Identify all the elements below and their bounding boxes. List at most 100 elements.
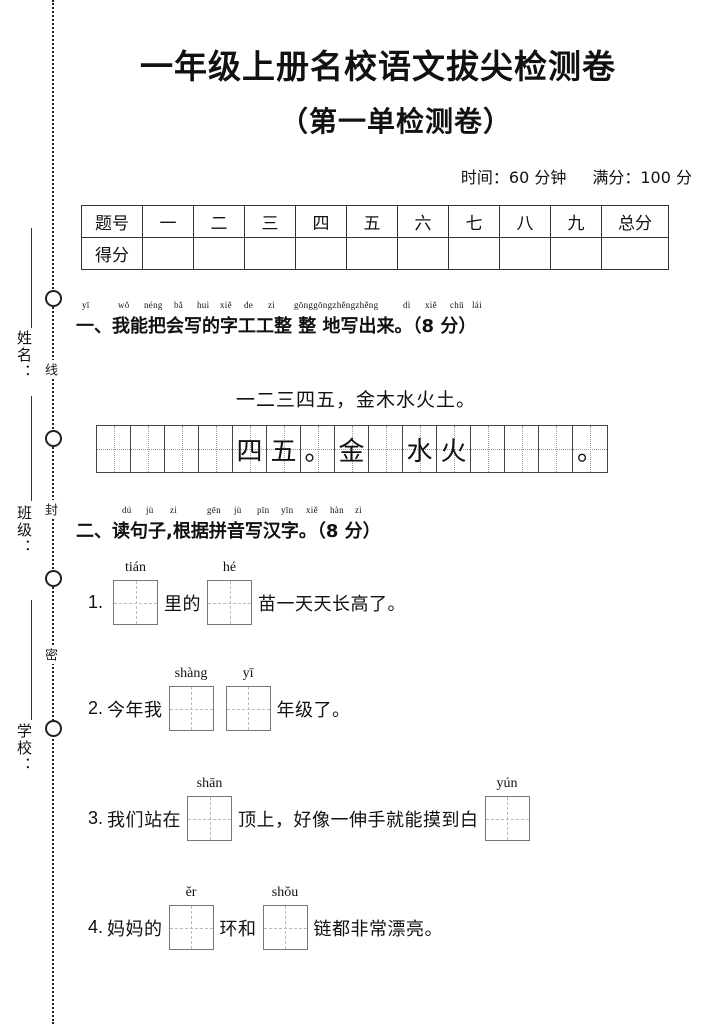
score-col-4: 四: [295, 205, 347, 238]
seal-field-school: 学校：: [15, 723, 33, 774]
writing-cell[interactable]: 火: [437, 426, 471, 472]
score-cell-8[interactable]: [499, 237, 551, 270]
seal-char-mi: 密: [38, 645, 57, 664]
pinyin-token: gōnggōngzhěngzhěng: [294, 300, 379, 310]
score-col-9: 九: [550, 205, 602, 238]
question-number: 4.: [88, 917, 104, 937]
writing-cell[interactable]: 五: [267, 426, 301, 472]
section-1-title: 一、我能把会写的字工工整 整 地写出来。（8 分）: [76, 316, 477, 337]
score-col-8: 八: [499, 205, 551, 238]
pinyin-token: bǎ: [174, 300, 184, 310]
writing-cell[interactable]: [97, 426, 131, 472]
exam-meta: 时间：60 分钟 满分：100 分: [76, 164, 692, 188]
writing-cell[interactable]: [369, 426, 403, 472]
question-text: 我们站在: [107, 809, 182, 831]
box-pinyin: shàng: [174, 666, 208, 681]
page-subtitle: （第一单检测卷）: [279, 105, 512, 138]
seal-circle-1: [45, 290, 62, 307]
question-text: 环和: [219, 918, 257, 940]
score-col-3: 三: [244, 205, 296, 238]
pinyin-token: pīn: [257, 505, 270, 515]
question-text: 年级了。: [276, 699, 351, 721]
writing-cell[interactable]: 。: [573, 426, 607, 472]
question-number: 1.: [88, 592, 104, 612]
box-pinyin: yún: [496, 776, 518, 791]
pinyin-token: zì: [268, 300, 276, 310]
pinyin-token: néng: [144, 300, 163, 310]
score-cell-9[interactable]: [550, 237, 602, 270]
answer-box-yun[interactable]: yún: [484, 776, 530, 841]
table-row-question-numbers: 题号 一 二 三 四 五 六 七 八 九 总分: [81, 205, 669, 238]
score-cell-1[interactable]: [142, 237, 194, 270]
writing-cell[interactable]: [199, 426, 233, 472]
table-row-scores: 得分: [81, 237, 669, 270]
question-3: 3. 我们站在 shān 顶上，好像一伸手就能摸到白 yún: [88, 776, 536, 841]
writing-grid-strip[interactable]: 四 五 。 金 水 火 。: [96, 425, 608, 473]
pinyin-token: xiě: [306, 505, 318, 515]
page-title: 一年级上册名校语文拔尖检测卷: [140, 47, 616, 86]
seal-field-class: 班级：: [15, 505, 33, 556]
score-table-row-label-number: 题号: [81, 205, 143, 238]
question-2: 2. 今年我 shàng yī 年级了。: [88, 666, 351, 731]
question-text: 今年我: [107, 699, 163, 721]
writing-cell[interactable]: 四: [233, 426, 267, 472]
writing-cell[interactable]: [131, 426, 165, 472]
writing-cell[interactable]: 金: [335, 426, 369, 472]
pinyin-token: huì: [197, 300, 210, 310]
writing-cell[interactable]: [539, 426, 573, 472]
answer-box-yi[interactable]: yī: [225, 666, 271, 731]
answer-box-shan[interactable]: shān: [187, 776, 233, 841]
pinyin-token: xiě: [425, 300, 437, 310]
answer-box-tian[interactable]: tián: [113, 560, 159, 625]
pinyin-token: wǒ: [118, 300, 130, 310]
pinyin-token: de: [244, 300, 254, 310]
pinyin-token: hàn: [330, 505, 344, 515]
question-text: 里的: [164, 593, 202, 615]
box-pinyin: tián: [125, 560, 147, 575]
seal-char-xian: 线: [38, 360, 57, 379]
box-pinyin: ěr: [185, 885, 197, 900]
score-col-1: 一: [142, 205, 194, 238]
score-cell-3[interactable]: [244, 237, 296, 270]
score-cell-total[interactable]: [601, 237, 669, 270]
score-col-2: 二: [193, 205, 245, 238]
writing-cell[interactable]: [165, 426, 199, 472]
box-pinyin: yī: [242, 666, 254, 681]
answer-box-shou[interactable]: shǒu: [262, 885, 308, 950]
exam-time-label: 时间：60 分钟: [460, 168, 567, 187]
pinyin-token: dì: [403, 300, 411, 310]
score-cell-6[interactable]: [397, 237, 449, 270]
box-pinyin: shǒu: [271, 885, 299, 900]
seal-field-name: 姓名：: [15, 330, 33, 381]
writing-cell[interactable]: [505, 426, 539, 472]
box-pinyin: hé: [222, 560, 237, 575]
question-number: 2.: [88, 698, 104, 718]
score-cell-7[interactable]: [448, 237, 500, 270]
pinyin-token: yī: [82, 300, 90, 310]
answer-box-er[interactable]: ěr: [168, 885, 214, 950]
question-text: 顶上，好像一伸手就能摸到白: [238, 809, 479, 831]
pinyin-token: zì: [355, 505, 363, 515]
writing-cell[interactable]: 水: [403, 426, 437, 472]
score-col-total: 总分: [601, 205, 669, 238]
writing-cell[interactable]: 。: [301, 426, 335, 472]
exam-total-score-label: 满分：100 分: [592, 168, 692, 187]
writing-cell[interactable]: [471, 426, 505, 472]
pinyin-token: xiě: [220, 300, 232, 310]
question-1: 1. tián 里的 hé 苗一天天长高了。: [88, 560, 406, 625]
seal-circle-2: [45, 430, 62, 447]
score-table-row-label-score: 得分: [81, 237, 143, 270]
question-text: 妈妈的: [107, 918, 163, 940]
question-4: 4. 妈妈的 ěr 环和 shǒu 链都非常漂亮。: [88, 885, 443, 950]
section-2-title: 二、读句子,根据拼音写汉字。（8 分）: [76, 521, 381, 542]
answer-box-shang[interactable]: shàng: [168, 666, 214, 731]
score-cell-4[interactable]: [295, 237, 347, 270]
score-col-7: 七: [448, 205, 500, 238]
score-cell-2[interactable]: [193, 237, 245, 270]
answer-box-he[interactable]: hé: [207, 560, 253, 625]
score-cell-5[interactable]: [346, 237, 398, 270]
pinyin-token: gēn: [207, 505, 221, 515]
seal-circle-4: [45, 720, 62, 737]
